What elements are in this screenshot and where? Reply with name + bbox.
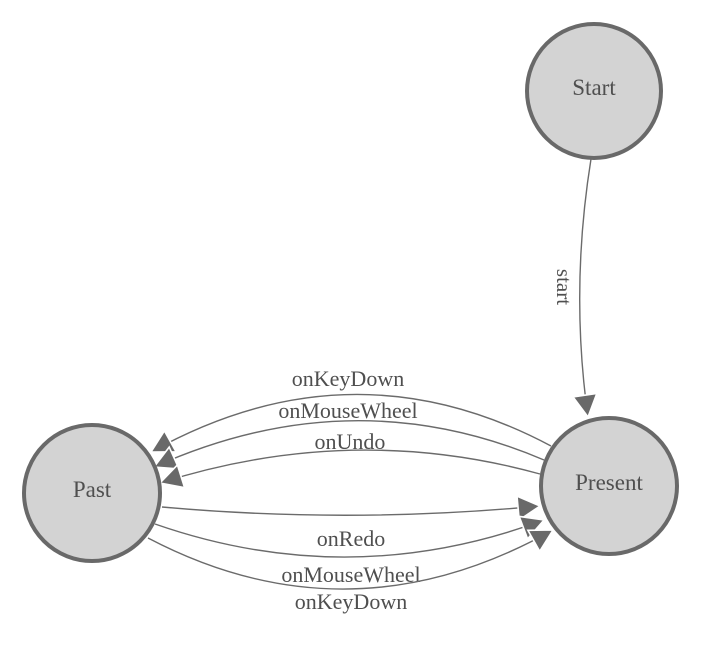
edge-onmousewheel-to-present-line	[154, 519, 545, 558]
edge-onkeydown-to-present-label: onKeyDown	[295, 589, 407, 614]
node-present-label: Present	[575, 470, 643, 495]
edge-onmousewheel-to-present: onMouseWheel	[154, 515, 546, 587]
edge-onundo-to-past-label: onUndo	[315, 429, 386, 454]
edge-onredo-to-present-arrowhead-icon	[516, 494, 542, 522]
edge-onundo-to-past: onUndo	[158, 429, 541, 489]
node-present-circle	[539, 416, 679, 556]
edge-start-arrowhead-icon	[571, 392, 599, 419]
node-start: Start	[525, 22, 663, 160]
edge-start-line	[578, 158, 592, 418]
node-past-circle	[22, 423, 162, 563]
edge-onmousewheel-to-past-label: onMouseWheel	[278, 398, 417, 423]
edge-onredo-to-present: onRedo	[161, 494, 542, 551]
edge-onmousewheel-to-present-label: onMouseWheel	[281, 562, 420, 587]
edge-onkeydown-to-present-line	[147, 529, 554, 590]
edge-onkeydown-to-past-line	[150, 393, 552, 453]
edge-onundo-to-past-arrowhead-icon	[158, 463, 186, 489]
edge-onredo-to-present-line	[161, 505, 541, 516]
node-start-label: Start	[572, 75, 616, 100]
edge-onundo-to-past-line	[159, 449, 541, 484]
node-start-circle	[525, 22, 663, 160]
edge-onredo-to-present-label: onRedo	[317, 526, 385, 551]
node-past-label: Past	[73, 477, 112, 502]
node-past: Past	[22, 423, 162, 563]
edge-onmousewheel-to-past-arrowhead-icon	[152, 445, 181, 470]
edge-start: start	[552, 158, 599, 419]
edge-onkeydown-to-past-label: onKeyDown	[292, 366, 404, 391]
node-present: Present	[539, 416, 679, 556]
edge-start-label: start	[552, 269, 576, 305]
edge-onkeydown-to-present: onKeyDown	[147, 529, 555, 614]
edge-onmousewheel-to-past: onMouseWheel	[152, 398, 545, 470]
edge-onkeydown-to-past: onKeyDown	[149, 366, 552, 453]
edge-onmousewheel-to-past-line	[153, 419, 545, 468]
edge-onkeydown-to-present-arrowhead-icon	[526, 529, 555, 553]
